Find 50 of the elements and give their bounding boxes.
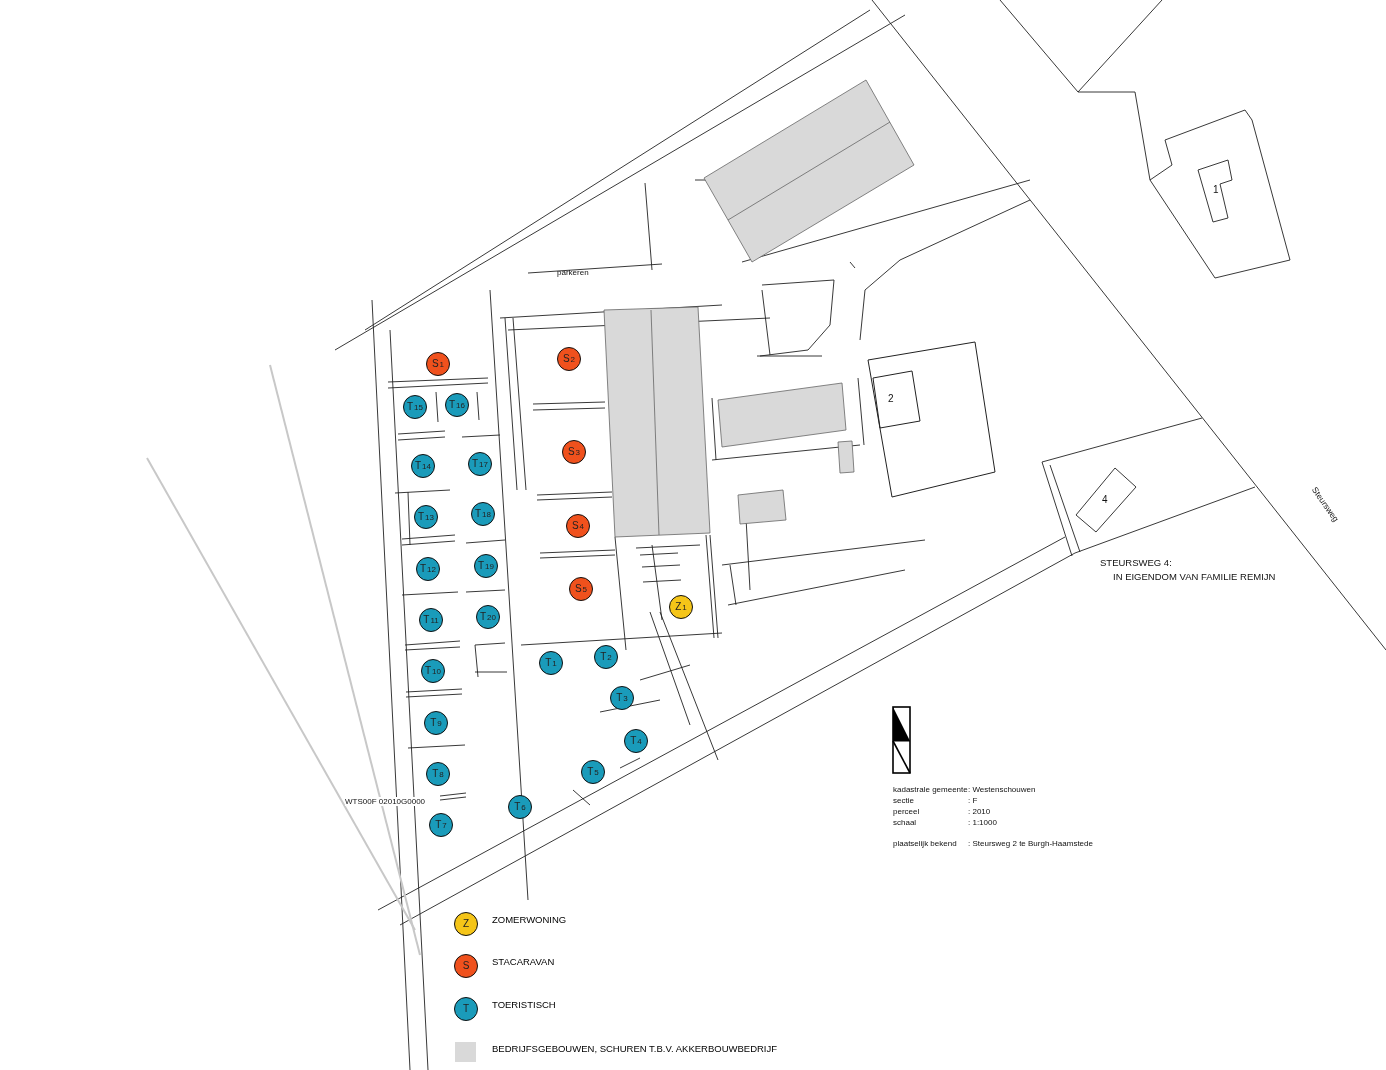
info-value: : Steursweg 2 te Burgh-Haamstede — [968, 839, 1093, 848]
tourist-pitch-marker: T8 — [426, 762, 450, 786]
tourist-pitch-marker: T19 — [474, 554, 498, 578]
tourist-pitch-marker: T6 — [508, 795, 532, 819]
info-key: plaatselijk bekend — [893, 839, 957, 848]
tourist-pitch-marker: T4 — [624, 729, 648, 753]
building-number: 4 — [1102, 494, 1108, 505]
info-key: kadastrale gemeente — [893, 785, 968, 794]
tourist-pitch-marker: T 11 — [419, 608, 443, 632]
tourist-pitch-marker: T7 — [429, 813, 453, 837]
info-value: : 2010 — [968, 807, 991, 816]
tourist-pitch-marker: T18 — [471, 502, 495, 526]
tourist-pitch-marker: T13 — [414, 505, 438, 529]
holiday-home-marker: Z 1 — [669, 595, 693, 619]
info-key: schaal — [893, 818, 917, 827]
marker-caption: TOERISTISCH — [492, 999, 556, 1010]
static-caravan-marker: S1 — [426, 352, 450, 376]
tourist-pitch-marker: T 1 — [539, 651, 563, 675]
info-value: : Westenschouwen — [968, 785, 1036, 794]
tourist-pitch-marker: T17 — [468, 452, 492, 476]
marker-caption: ZOMERWONING — [492, 914, 567, 925]
parcel-number: WTS00F 02010G0000 — [345, 797, 426, 806]
info-key: perceel — [893, 807, 920, 816]
tourist-pitch-marker: T — [454, 997, 478, 1021]
legend-label: BEDRIJFSGEBOUWEN, SCHUREN T.B.V. AKKERBOUWBEDRIJF — [492, 1043, 778, 1054]
tourist-pitch-marker: T2 — [594, 645, 618, 669]
info-value: : F — [968, 796, 978, 805]
tourist-pitch-marker: T15 — [403, 395, 427, 419]
static-caravan-marker: S — [454, 954, 478, 978]
info-value: : 1:1000 — [968, 818, 997, 827]
static-caravan-marker: S2 — [557, 347, 581, 371]
holiday-home-marker: Z — [454, 912, 478, 936]
static-caravan-marker: S3 — [562, 440, 586, 464]
tourist-pitch-marker: T16 — [445, 393, 469, 417]
marker-caption: STACARAVAN — [492, 956, 555, 967]
static-caravan-marker: S5 — [569, 577, 593, 601]
tourist-pitch-marker: T10 — [421, 659, 445, 683]
tourist-pitch-marker: T 3 — [610, 686, 634, 710]
static-caravan-marker: S4 — [566, 514, 590, 538]
area-label: parkeren — [557, 268, 589, 277]
building-number: 2 — [888, 393, 894, 404]
tourist-pitch-marker: T14 — [411, 454, 435, 478]
building-number: 1 — [1213, 184, 1219, 195]
ownership-note: IN EIGENDOM VAN FAMILIE REMIJN — [1113, 571, 1276, 582]
tourist-pitch-marker: T9 — [424, 711, 448, 735]
tourist-pitch-marker: T12 — [416, 557, 440, 581]
info-key: sectie — [893, 796, 914, 805]
tourist-pitch-marker: T20 — [476, 605, 500, 629]
ownership-note: STEURSWEG 4: — [1100, 557, 1172, 568]
tourist-pitch-marker: T5 — [581, 760, 605, 784]
